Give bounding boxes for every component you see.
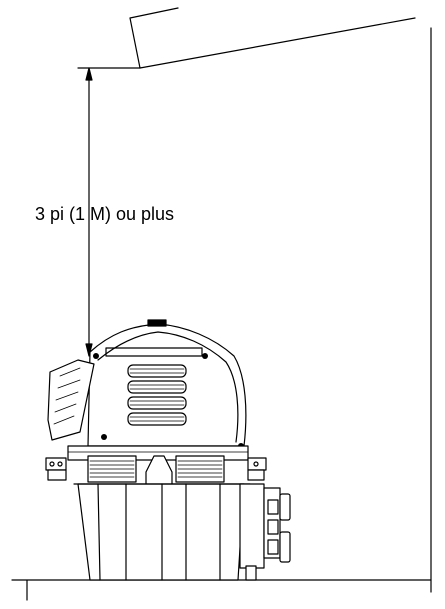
heater-control-panel-detail: [53, 367, 81, 425]
heater-unit: [45, 319, 291, 581]
heater-dome-inner: [97, 331, 239, 443]
heater-plumbing-manifold: [239, 483, 291, 581]
heater-tank-ribs: [97, 483, 221, 581]
roof-eave-line: [129, 7, 416, 69]
floor-line: [11, 579, 432, 601]
heater-top-band: [105, 347, 203, 357]
arrow-head-top: [85, 67, 93, 81]
clearance-dimension: [77, 67, 141, 357]
heater-front-louvers: [127, 364, 187, 426]
building-structure: [11, 7, 432, 601]
heater-tank-body: [77, 483, 245, 581]
heater-control-panel: [47, 359, 95, 441]
heater-vent-stripes: [89, 460, 223, 478]
arrow-head-bottom: [85, 343, 93, 357]
heater-left-fittings: [45, 457, 67, 481]
heater-louver-stripes: [129, 368, 185, 422]
heater-right-fittings: [247, 457, 267, 481]
heater-dome: [87, 323, 247, 447]
clearance-label: 3 pi (1 M) ou plus: [35, 204, 175, 224]
heater-cap: [147, 319, 167, 327]
